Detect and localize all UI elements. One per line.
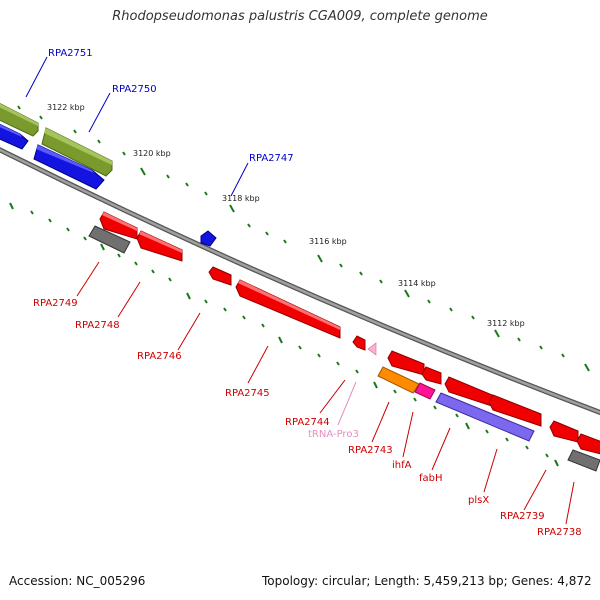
label-fabH[interactable]: fabH xyxy=(419,473,443,484)
label-RPA2744[interactable]: RPA2744 xyxy=(285,417,330,428)
gene-RPA2745[interactable] xyxy=(235,279,341,339)
tick-marks-inner xyxy=(9,202,559,467)
gene-plsX-upper[interactable] xyxy=(488,394,542,427)
gene-RPA2751[interactable] xyxy=(0,122,29,150)
label-RPA2738[interactable]: RPA2738 xyxy=(537,527,582,538)
tick-label-3118: 3118 kbp xyxy=(222,194,260,203)
gene-RPA2738[interactable] xyxy=(567,449,600,472)
gene-RPA2738-upper[interactable] xyxy=(576,433,600,455)
label-RPA2739[interactable]: RPA2739 xyxy=(500,511,545,522)
label-RPA2747[interactable]: RPA2747 xyxy=(249,153,294,164)
label-RPA2743[interactable]: RPA2743 xyxy=(348,445,393,456)
gene-RPA2749-gray[interactable] xyxy=(88,225,131,254)
gene-RPA2749[interactable] xyxy=(99,211,138,240)
tick-marks-outer xyxy=(17,105,590,372)
label-tRNA-Pro3[interactable]: tRNA-Pro3 xyxy=(308,429,359,440)
label-RPA2746[interactable]: RPA2746 xyxy=(137,351,182,362)
label-RPA2751[interactable]: RPA2751 xyxy=(48,48,93,59)
gene-RPA2748[interactable] xyxy=(136,230,183,262)
gene-RPA2747[interactable] xyxy=(200,230,217,247)
tick-label-3114: 3114 kbp xyxy=(398,279,436,288)
gene-ihfA-upper[interactable] xyxy=(421,366,442,385)
gene-RPA2750[interactable] xyxy=(33,144,105,190)
label-RPA2745[interactable]: RPA2745 xyxy=(225,388,270,399)
accession-text: Accession: NC_005296 xyxy=(9,574,146,588)
gene-RPA2750-outer[interactable] xyxy=(41,127,113,177)
label-RPA2750[interactable]: RPA2750 xyxy=(112,84,157,95)
gene-RPA2739[interactable] xyxy=(549,420,579,443)
tick-label-3116: 3116 kbp xyxy=(309,237,347,246)
label-plsX[interactable]: plsX xyxy=(468,495,489,506)
label-RPA2748[interactable]: RPA2748 xyxy=(75,320,120,331)
leader-lines xyxy=(25,56,575,525)
gene-RPA2744[interactable] xyxy=(352,335,366,351)
gene-fabH[interactable] xyxy=(435,392,535,442)
tick-label-3122: 3122 kbp xyxy=(47,103,85,112)
label-RPA2749[interactable]: RPA2749 xyxy=(33,298,78,309)
map-title: Rhodopseudomonas palustris CGA009, compl… xyxy=(112,9,488,24)
gene-RPA2746[interactable] xyxy=(208,266,232,286)
tick-label-3112: 3112 kbp xyxy=(487,319,525,328)
gene-tRNA-Pro3[interactable] xyxy=(367,342,377,356)
tick-label-3120: 3120 kbp xyxy=(133,149,171,158)
gene-RPA2751-outer[interactable] xyxy=(0,101,39,137)
genome-summary-text: Topology: circular; Length: 5,459,213 bp… xyxy=(262,574,592,588)
gene-ihfA[interactable] xyxy=(414,382,436,400)
label-ihfA[interactable]: ihfA xyxy=(392,460,412,471)
